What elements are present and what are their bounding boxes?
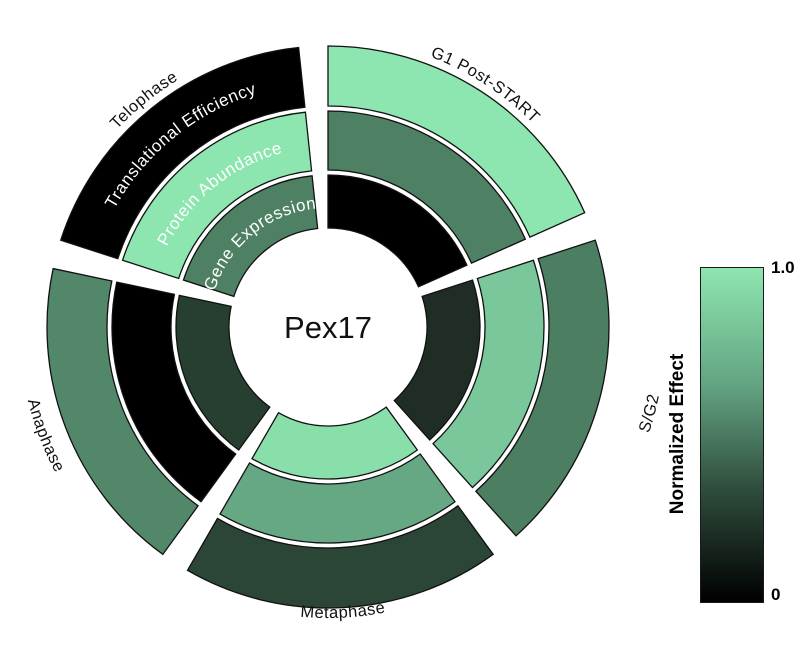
wedge-metaphase-translational-efficiency (186, 504, 495, 609)
sector-label-s-g2: S/G2 (635, 392, 663, 435)
wedge-telophase-protein-abundance (121, 111, 313, 280)
wedge-s-g2-protein-abundance (432, 259, 545, 489)
wedge-g1-post-start-protein-abundance (327, 110, 527, 264)
wedge-metaphase-protein-abundance (219, 453, 456, 544)
colorbar-min-tick-label: 0 (771, 585, 781, 604)
wedge-g1-post-start-gene-expression (327, 174, 468, 288)
wedge-anaphase-gene-expression (175, 294, 271, 451)
wedge-telophase-translational-efficiency (59, 46, 306, 260)
wedge-anaphase-protein-abundance (111, 281, 237, 503)
colorbar-title: Normalized Effect (667, 353, 688, 515)
wedge-g1-post-start-translational-efficiency (327, 45, 586, 238)
sector-label-metaphase: Metaphase (300, 598, 387, 622)
wedge-s-g2-gene-expression (393, 279, 481, 441)
wedge-s-g2-translational-efficiency (474, 239, 610, 537)
wedge-telophase-gene-expression (182, 175, 319, 298)
wedge-anaphase-translational-efficiency (46, 267, 200, 556)
center-gene-label: Pex17 (284, 310, 372, 345)
colorbar-gradient (700, 267, 764, 603)
wedge-metaphase-gene-expression (251, 406, 419, 480)
colorbar-max-tick-label: 1.0 (771, 258, 795, 277)
